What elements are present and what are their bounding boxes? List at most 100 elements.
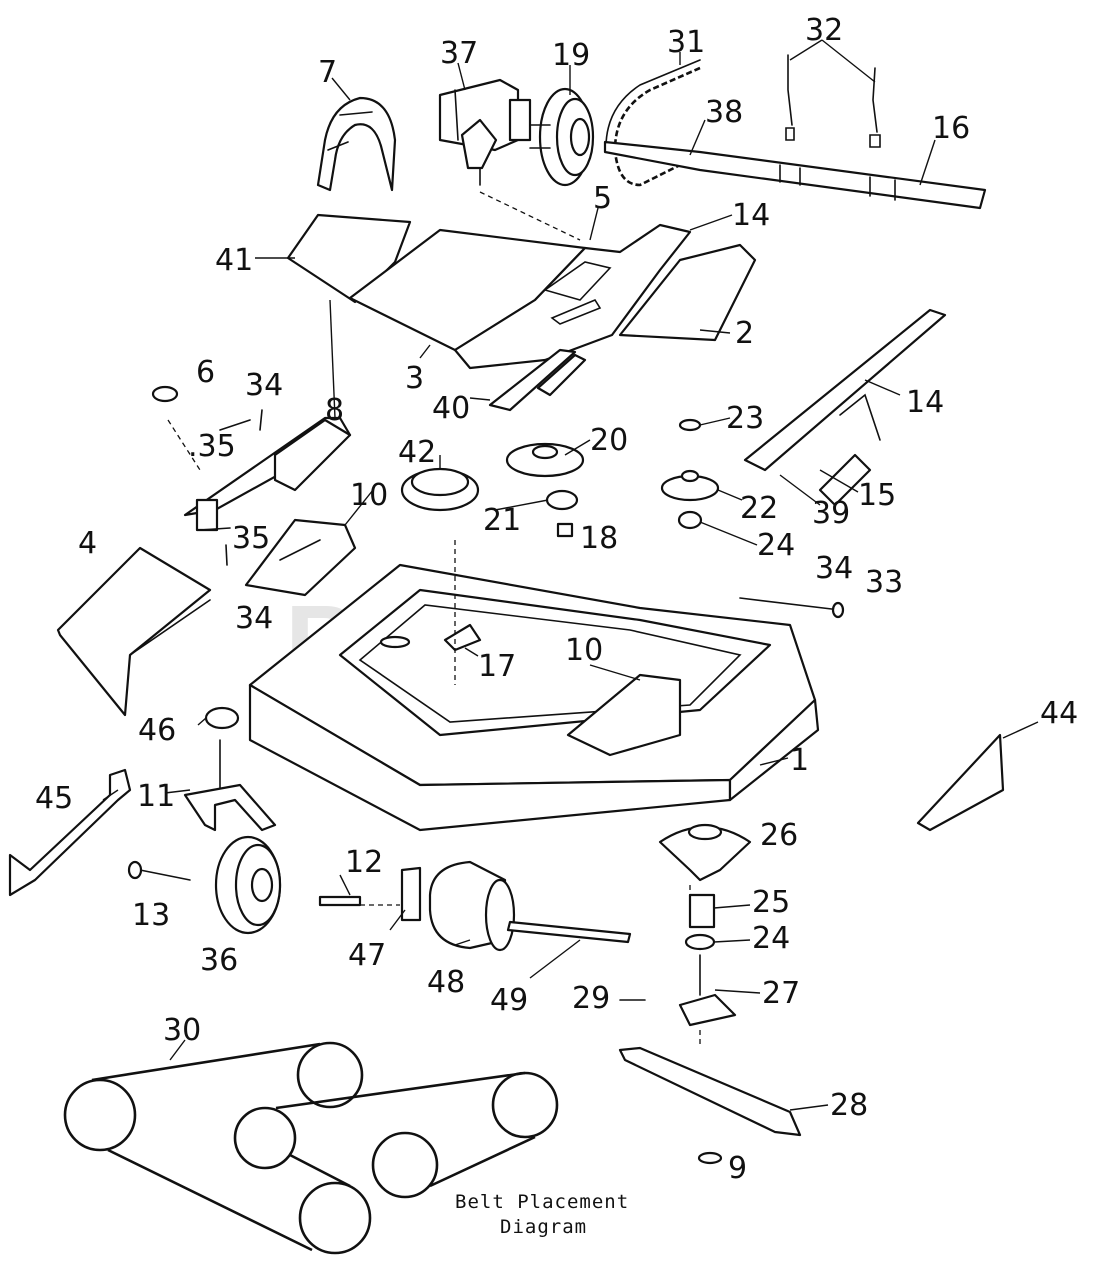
callout-40: 40 [432,391,470,426]
part-44-deflector [916,733,1005,832]
callout-labels: 7 37 19 31 32 38 16 5 14 41 2 3 40 6 34 … [35,13,1078,1186]
diagram-caption-line2: Diagram [500,1216,587,1238]
callout-33: 33 [865,565,903,600]
part-6-cap [151,385,179,403]
callout-34-right: 34 [815,551,853,586]
part-5-14-motor-mount [453,223,692,370]
callout-21: 21 [483,503,521,538]
callout-49: 49 [490,983,528,1018]
callout-1: 1 [790,743,809,778]
part-27-spindle [678,954,737,1027]
part-25-bearing [688,893,716,929]
callout-27: 27 [762,976,800,1011]
callout-46: 46 [138,713,176,748]
callout-11: 11 [137,779,175,814]
callout-36: 36 [200,943,238,978]
part-42-pulley [400,467,480,512]
callout-19: 19 [552,38,590,73]
part-40-bracket [488,348,587,412]
callout-25: 25 [752,885,790,920]
callout-10-left: 10 [350,478,388,513]
part-17-bracket [443,623,482,652]
part-24-bearing-top [677,510,703,530]
callout-24-bottom: 24 [752,921,790,956]
part-7-belt-guard [316,96,397,192]
part-4-guard [56,546,212,717]
part-2-plate [618,243,757,342]
part-45-bracket [8,768,132,897]
callout-48: 48 [427,965,465,1000]
callout-4: 4 [78,526,97,561]
callout-28: 28 [830,1088,868,1123]
callout-45: 45 [35,781,73,816]
callout-24-top: 24 [757,528,795,563]
part-48-motor [428,860,516,952]
callout-18: 18 [580,521,618,556]
callout-14-top: 14 [732,198,770,233]
callout-13: 13 [132,898,170,933]
part-32-wires [785,54,881,148]
callout-31: 31 [667,25,705,60]
part-49-shaft [506,920,632,944]
callout-7: 7 [318,55,337,90]
callout-23: 23 [726,401,764,436]
callout-3: 3 [405,361,424,396]
callout-34-top: 34 [245,368,283,403]
callout-39: 39 [812,496,850,531]
part-14-39-bracket [743,308,947,507]
part-41-plate [286,213,412,304]
part-20-pulley [505,442,585,478]
part-36-pulley [214,835,282,935]
diagram-caption-line1: Belt Placement [455,1191,629,1213]
part-21-idler [545,489,579,511]
callout-37: 37 [440,36,478,71]
callout-16: 16 [932,111,970,146]
part-19-pulley [529,87,595,187]
part-46-bushing [204,706,240,730]
part-37-gearbox [438,78,532,186]
callout-22: 22 [740,491,778,526]
part-9-washer [697,1151,723,1165]
part-24-bearing-bottom [684,933,716,951]
leader-lines [102,39,1039,1111]
callout-12: 12 [345,845,383,880]
callout-30: 30 [163,1013,201,1048]
part-34-35-bolts [199,409,263,566]
callout-6: 6 [196,355,215,390]
callout-14-right: 14 [906,385,944,420]
part-10-deflector-left [244,518,357,597]
callout-17: 17 [478,649,516,684]
callout-15: 15 [858,478,896,513]
part-28-blade [618,1046,802,1137]
callout-10-right: 10 [565,633,603,668]
part-47-plate [400,866,422,922]
part-8-bracket [183,416,352,532]
callout-38: 38 [705,95,743,130]
callout-29: 29 [572,981,610,1016]
callout-35-bottom: 35 [232,521,270,556]
callout-9: 9 [728,1151,747,1186]
callout-2: 2 [735,316,754,351]
callout-47: 47 [348,938,386,973]
part-10-deflector-right [566,673,682,757]
part-23-washer [678,418,702,432]
callout-20: 20 [590,423,628,458]
callout-8: 8 [325,393,344,428]
belt-placement-diagram [63,1041,559,1255]
part-16-38-drive-shaft [603,140,987,210]
part-33-bolt [739,597,845,619]
callout-5: 5 [593,181,612,216]
part-13-bolt [127,860,191,881]
callout-41: 41 [215,243,253,278]
callout-32: 32 [805,13,843,48]
part-22-pulley [660,469,720,502]
part-18-nut [556,522,574,538]
callout-44: 44 [1040,696,1078,731]
part-11-idler-arm [183,739,277,832]
callout-26: 26 [760,818,798,853]
callout-35-top: .35 [188,429,236,464]
callout-42: 42 [398,435,436,470]
part-26-spindle-housing [658,823,752,882]
callout-34-bottom: 34 [235,601,273,636]
